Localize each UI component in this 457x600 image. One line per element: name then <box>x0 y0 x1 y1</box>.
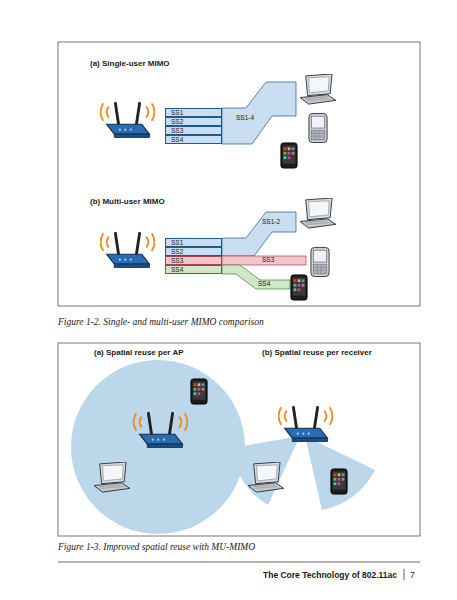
stream-box: SS4 <box>165 135 222 144</box>
band-outline <box>222 82 296 144</box>
phone-icon <box>291 275 307 300</box>
laptop-icon <box>300 74 336 104</box>
coverage-circle <box>71 360 245 534</box>
stream-label: SS1-2 <box>262 219 280 226</box>
subfigure-title: (a) Spatial reuse per AP <box>94 349 184 357</box>
stream-box: SS1 <box>165 108 222 117</box>
phone-icon <box>191 379 207 404</box>
stream-label: SS4 <box>171 267 183 274</box>
access-point <box>101 233 155 267</box>
stream-label: SS3 <box>262 257 274 264</box>
laptop-icon <box>94 462 130 492</box>
stream-band: SS3 <box>222 256 306 265</box>
band-shape <box>222 265 291 290</box>
stream-label: SS4 <box>171 137 183 144</box>
figure-frame <box>58 42 420 306</box>
stream-label: SS4 <box>258 281 270 288</box>
subfigure-title: (b) Spatial reuse per receiver <box>262 349 372 357</box>
stream-box: SS4 <box>165 265 222 274</box>
footer-rule <box>58 562 420 563</box>
stream-label: SS3 <box>171 128 183 135</box>
band-outline <box>222 265 290 289</box>
band-shape <box>222 82 297 145</box>
pda-icon <box>311 247 329 276</box>
subfigure-title: (b) Multi-user MIMO <box>90 198 165 206</box>
footer-separator <box>404 569 405 580</box>
figure-frame <box>58 343 420 536</box>
stream-label: SS1 <box>171 110 183 117</box>
stream-label: SS3 <box>171 258 183 265</box>
access-point <box>279 407 333 441</box>
phone-icon <box>281 143 297 168</box>
stream-box: SS2 <box>165 247 222 256</box>
stream-label: SS2 <box>171 119 183 126</box>
stream-band: SS1-4 <box>222 82 296 144</box>
stream-label: SS1-4 <box>236 115 254 122</box>
beam-sector <box>232 436 300 505</box>
laptop-icon <box>300 198 336 228</box>
figure-caption: Figure 1-3. Improved spatial reuse with … <box>58 543 255 553</box>
stream-band: SS1-2 <box>222 212 296 256</box>
pda-icon <box>309 113 327 142</box>
beam-sector <box>305 436 375 510</box>
band-outline <box>222 256 306 265</box>
stream-box: SS1 <box>165 238 222 247</box>
stream-label: SS2 <box>171 249 183 256</box>
page-number: 7 <box>410 571 415 580</box>
phone-icon <box>331 469 347 494</box>
stream-box: SS2 <box>165 117 222 126</box>
band-outline <box>222 212 296 256</box>
access-point <box>134 413 188 447</box>
running-footer: The Core Technology of 802.11ac <box>263 571 397 580</box>
stream-box: SS3 <box>165 126 222 135</box>
figure-caption: Figure 1-2. Single- and multi-user MIMO … <box>58 318 264 328</box>
stream-label: SS1 <box>171 240 183 247</box>
laptop-icon <box>248 462 284 492</box>
subfigure-title: (a) Single-user MIMO <box>90 60 170 68</box>
access-point <box>101 103 155 137</box>
band-shape <box>222 212 297 257</box>
stream-box: SS3 <box>165 256 222 265</box>
stream-band: SS4 <box>222 265 290 289</box>
